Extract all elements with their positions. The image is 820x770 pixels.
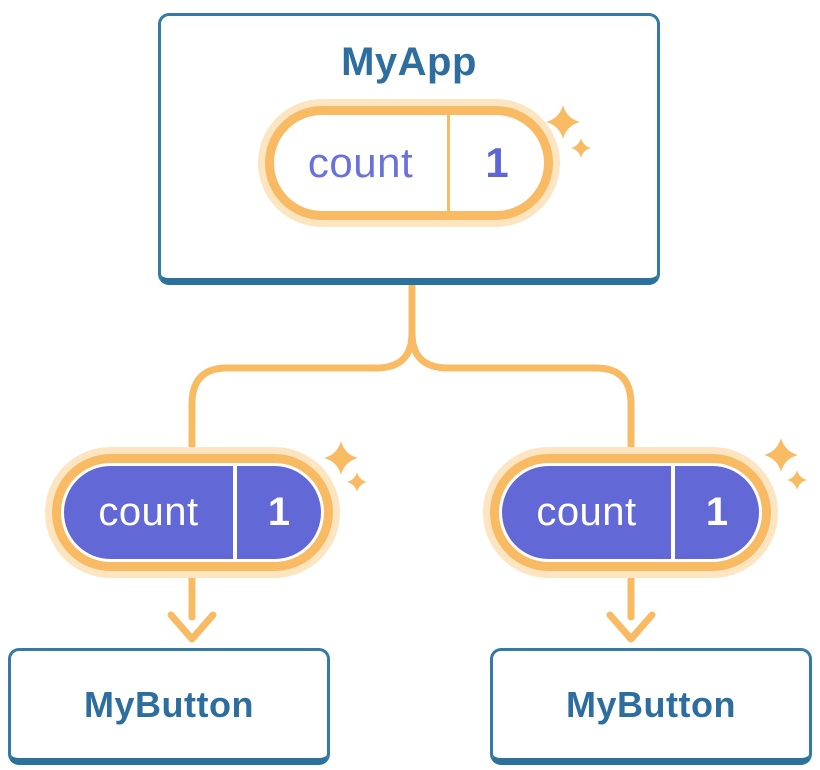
node-myapp-label: MyApp bbox=[341, 40, 477, 84]
prop-pill-divider bbox=[671, 466, 675, 559]
node-mybutton-right: MyButton bbox=[490, 648, 812, 765]
sparkle-icon-left-large bbox=[324, 441, 358, 475]
prop-pill-right: count 1 bbox=[490, 454, 771, 571]
arrowhead-down-right-icon bbox=[606, 611, 656, 643]
node-mybutton-left-label: MyButton bbox=[84, 683, 254, 725]
arrowhead-down-left-icon bbox=[167, 611, 217, 643]
prop-pill-value: 1 bbox=[705, 490, 729, 534]
sparkle-icon-right-small bbox=[787, 470, 807, 490]
prop-pill-left: count 1 bbox=[52, 454, 333, 571]
state-pill-divider bbox=[447, 115, 450, 211]
node-mybutton-left: MyButton bbox=[8, 648, 330, 765]
node-mybutton-right-label: MyButton bbox=[566, 683, 736, 725]
prop-pill-left-body: count 1 bbox=[64, 466, 321, 559]
state-pill-name: count bbox=[307, 139, 414, 186]
state-pill-value: 1 bbox=[485, 139, 509, 186]
prop-pill-value: 1 bbox=[267, 490, 291, 534]
prop-pill-right-body: count 1 bbox=[502, 466, 759, 559]
sparkle-icon-right-large bbox=[764, 438, 798, 472]
state-pill-myapp: count 1 bbox=[265, 106, 553, 220]
prop-pill-name: count bbox=[536, 490, 637, 534]
node-myapp: MyApp count 1 bbox=[158, 13, 660, 285]
sparkle-icon-left-small bbox=[347, 472, 367, 492]
prop-pill-name: count bbox=[98, 490, 199, 534]
